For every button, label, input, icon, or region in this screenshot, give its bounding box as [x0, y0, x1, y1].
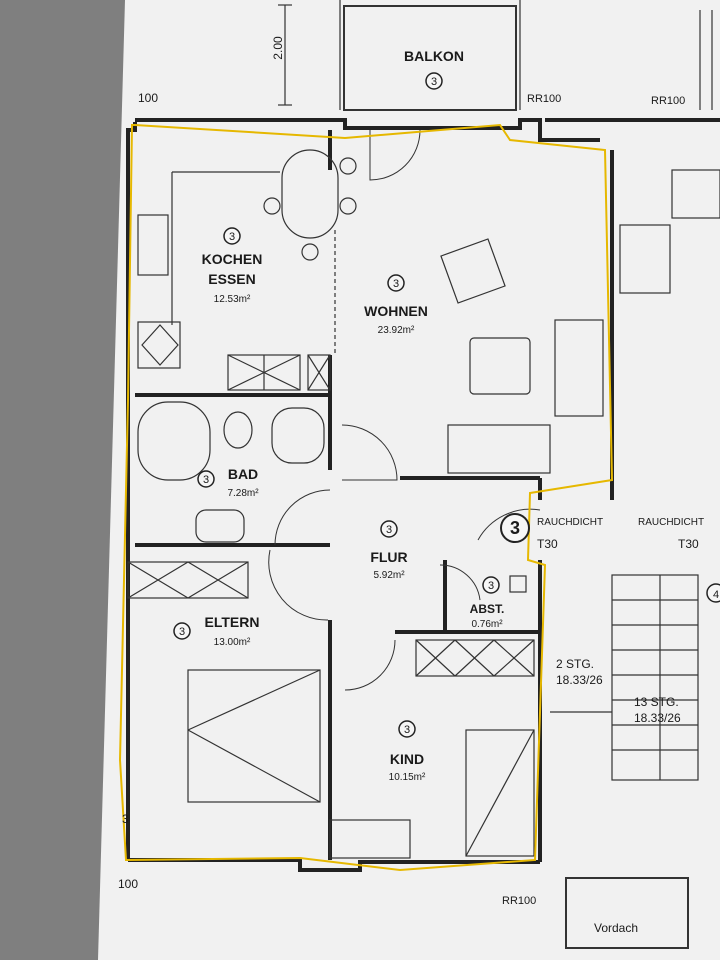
bathtub	[137, 401, 211, 481]
rr100-top-right: RR100	[651, 95, 685, 107]
right-unit-number: 4	[713, 589, 719, 601]
eltern-unit: 3	[179, 626, 185, 638]
wardrobe-kind	[415, 639, 535, 677]
bed-eltern	[187, 669, 321, 803]
wohnen-label: WOHNEN	[364, 303, 428, 319]
kochen-label: KOCHEN	[202, 251, 263, 267]
flur-label: FLUR	[370, 549, 407, 565]
kind-area: 10.15m²	[389, 772, 426, 783]
stairwell	[550, 169, 720, 949]
bad-area: 7.28m²	[227, 488, 259, 499]
stair-right-count: 13 STG.	[634, 695, 679, 709]
bed-kind	[465, 729, 535, 857]
dining-table	[281, 149, 339, 239]
rauchdicht-left: RAUCHDICHT	[537, 517, 603, 528]
toilet	[223, 411, 253, 449]
bad-label: BAD	[228, 466, 258, 482]
shower	[271, 407, 325, 464]
kitchen-sink	[137, 214, 169, 276]
apartment-boundary	[118, 123, 614, 872]
kochen-unit: 3	[229, 231, 235, 243]
interior-walls	[135, 130, 542, 860]
washbasin	[195, 509, 245, 543]
flur-area: 5.92m²	[373, 570, 405, 581]
kochen-area: 12.53m²	[214, 294, 251, 305]
sofa	[554, 319, 604, 417]
dimension-left-mark: 3	[122, 812, 129, 826]
abst-area: 0.76m²	[471, 619, 503, 630]
rr100-top-left: RR100	[527, 93, 561, 105]
wohnen-unit: 3	[393, 278, 399, 290]
eltern-label: ELTERN	[205, 614, 260, 630]
bad-unit: 3	[203, 474, 209, 486]
dimension-top-left: 100	[138, 91, 158, 105]
furniture	[127, 149, 604, 859]
balcony-depth-dimension: 2.00	[271, 36, 285, 60]
t30-right: T30	[678, 537, 699, 551]
doors	[268, 129, 541, 691]
eltern-area: 13.00m²	[214, 637, 251, 648]
flur-unit: 3	[386, 524, 392, 536]
sofa-bottom	[447, 424, 551, 474]
stair-left-count: 2 STG.	[556, 657, 594, 671]
balcony	[278, 0, 713, 111]
unit-markers	[173, 72, 720, 738]
stair-right-ratio: 18.33/26	[634, 711, 681, 725]
rauchdicht-right: RAUCHDICHT	[638, 517, 704, 528]
rr100-bottom: RR100	[502, 895, 536, 907]
kind-unit: 3	[404, 724, 410, 736]
dimension-bottom-left: 100	[118, 877, 138, 891]
abst-label: ABST.	[470, 602, 505, 616]
armchair	[440, 238, 506, 304]
vordach-canopy	[565, 877, 689, 949]
balkon-unit: 3	[431, 76, 437, 88]
wohnen-area: 23.92m²	[378, 325, 415, 336]
abst-unit: 3	[488, 580, 494, 592]
balkon-label: BALKON	[404, 48, 464, 64]
essen-label: ESSEN	[208, 271, 255, 287]
coffee-table	[469, 337, 531, 395]
vordach-label: Vordach	[594, 921, 638, 935]
t30-left: T30	[537, 537, 558, 551]
stove	[137, 321, 181, 369]
kind-label: KIND	[390, 751, 424, 767]
entry-unit-number: 3	[510, 518, 520, 538]
desk-kind	[329, 819, 411, 859]
stair-left-ratio: 18.33/26	[556, 673, 603, 687]
